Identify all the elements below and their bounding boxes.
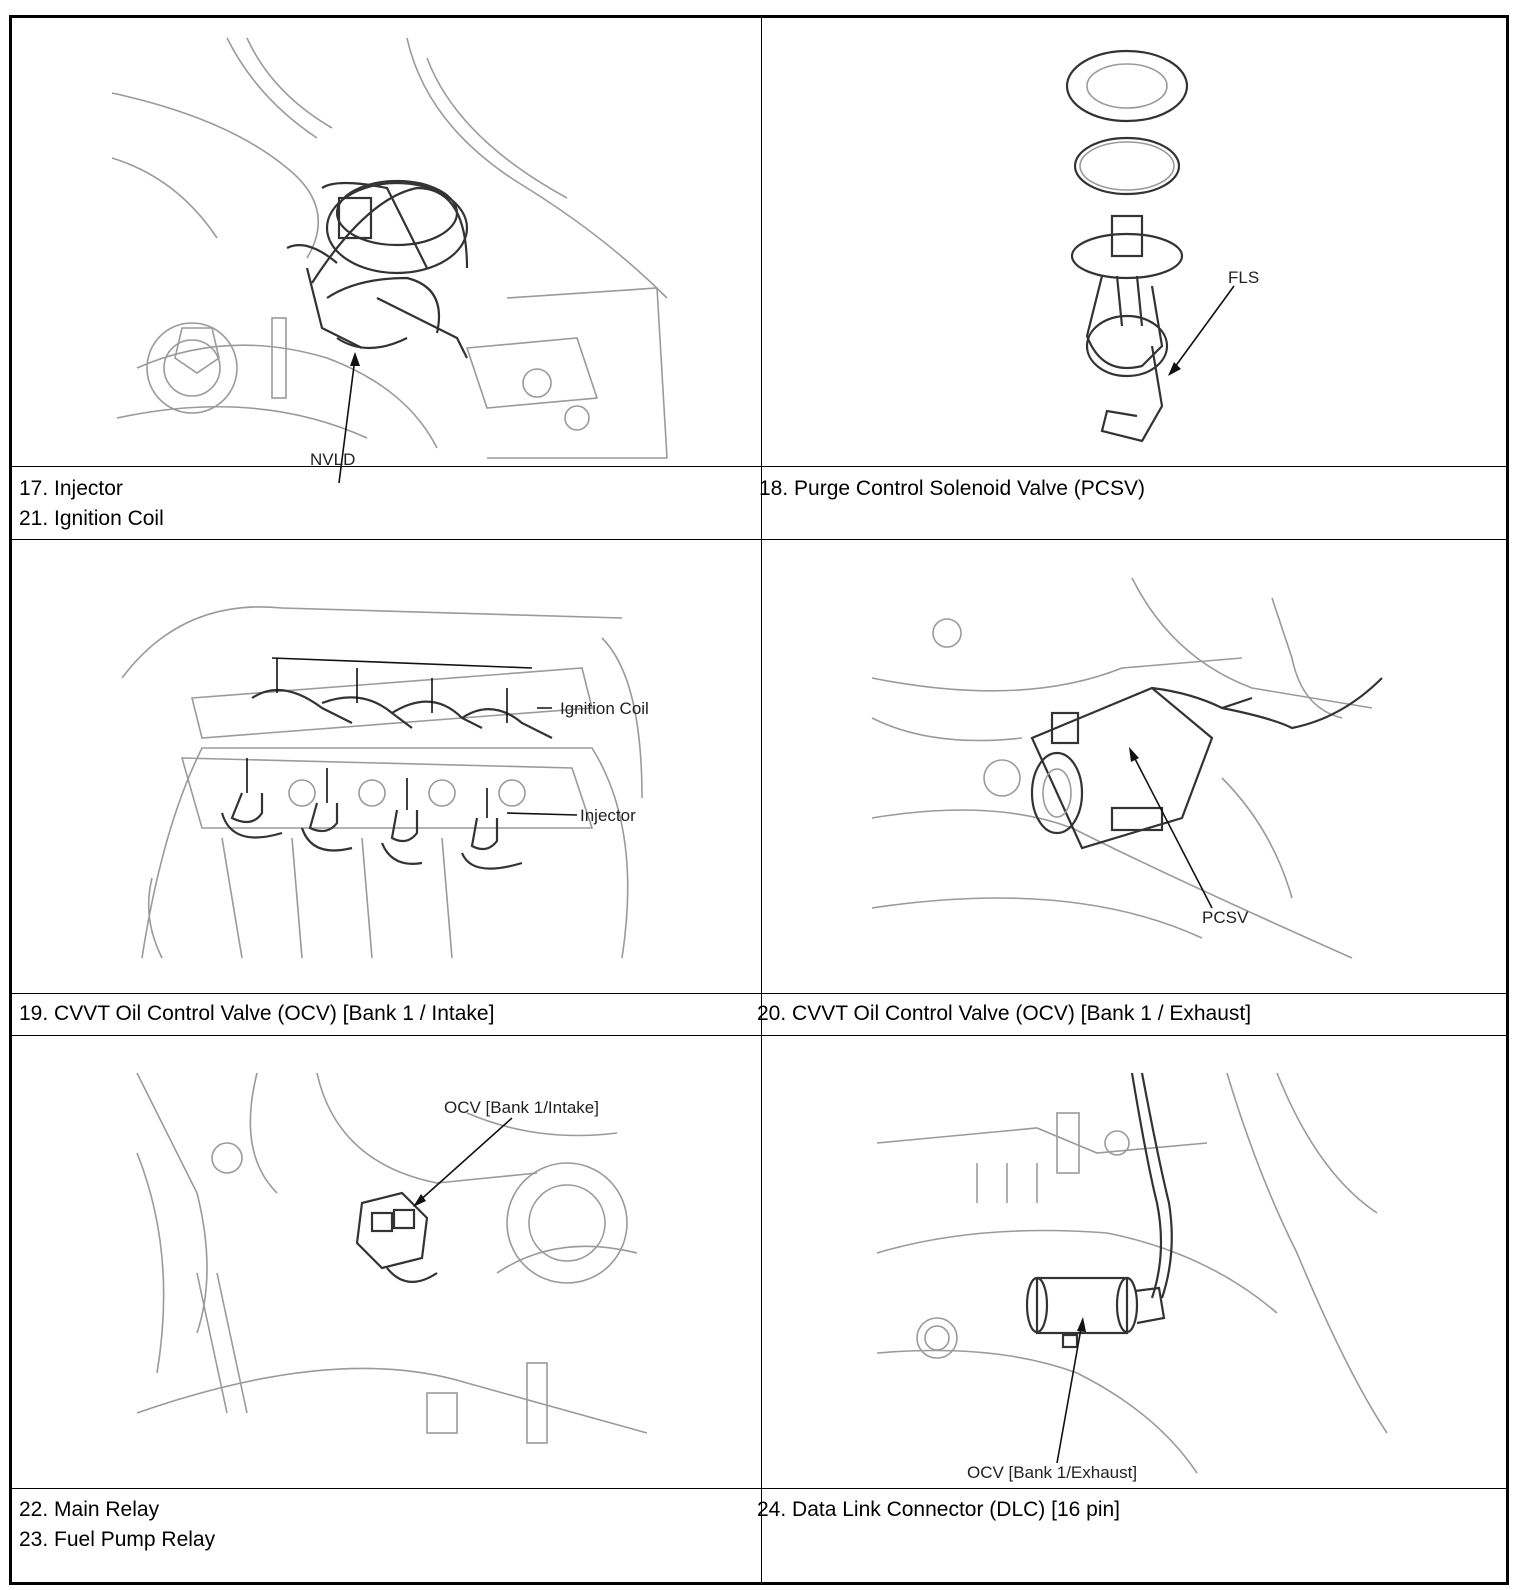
caption-row1-right: 18. Purge Control Solenoid Valve (PCSV)	[759, 474, 1145, 504]
caption-row3-left: 22. Main Relay 23. Fuel Pump Relay	[19, 1495, 215, 1555]
ignition-injector-illustration: Ignition Coil Injector	[121, 606, 649, 959]
caption-line: 24. Data Link Connector (DLC) [16 pin]	[757, 1498, 1121, 1521]
pcsv-label: PCSV	[1202, 908, 1249, 927]
caption-line: 21. Ignition Coil	[19, 507, 164, 530]
caption-line: 22. Main Relay	[19, 1498, 160, 1521]
caption-row1-left: 17. Injector 21. Ignition Coil	[19, 474, 164, 534]
ocv-exhaust-illustration: OCV [Bank 1/Exhaust]	[876, 1072, 1388, 1482]
ocv-exhaust-label: OCV [Bank 1/Exhaust]	[967, 1463, 1137, 1482]
pcsv-illustration: PCSV	[871, 577, 1383, 959]
ocv-intake-label: OCV [Bank 1/Intake]	[444, 1098, 599, 1117]
caption-row2-left: 19. CVVT Oil Control Valve (OCV) [Bank 1…	[19, 999, 494, 1029]
column-divider	[761, 18, 762, 1582]
caption-line: 19. CVVT Oil Control Valve (OCV) [Bank 1…	[19, 1002, 495, 1025]
injector-label: Injector	[580, 806, 636, 825]
nvld-label: NVLD	[310, 450, 355, 469]
fls-illustration: FLS	[1065, 49, 1259, 443]
row-divider	[12, 466, 1506, 467]
caption-row3-right: 24. Data Link Connector (DLC) [16 pin]	[757, 1495, 1120, 1525]
row-divider	[12, 539, 1506, 540]
diagram-table: NVLD FLS	[9, 15, 1509, 1585]
nvld-illustration: NVLD	[111, 37, 668, 484]
ocv-intake-illustration: OCV [Bank 1/Intake]	[136, 1072, 648, 1444]
row-divider	[12, 993, 1506, 994]
row-divider	[12, 1488, 1506, 1489]
caption-line: 20. CVVT Oil Control Valve (OCV) [Bank 1…	[757, 1002, 1252, 1025]
fls-label: FLS	[1228, 268, 1259, 287]
caption-row2-right: 20. CVVT Oil Control Valve (OCV) [Bank 1…	[757, 999, 1251, 1029]
ignition-coil-label: Ignition Coil	[560, 699, 649, 718]
caption-line: 18. Purge Control Solenoid Valve (PCSV)	[759, 477, 1145, 500]
caption-line: 17. Injector	[19, 477, 123, 500]
caption-line: 23. Fuel Pump Relay	[19, 1528, 216, 1551]
row-divider	[12, 1035, 1506, 1036]
